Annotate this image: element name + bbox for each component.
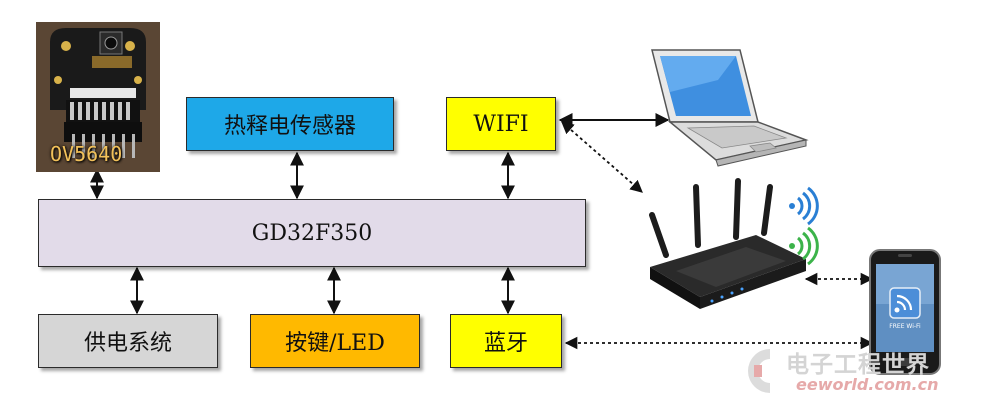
- watermark-logo-icon: [748, 349, 770, 393]
- mcu-label: GD32F350: [251, 220, 373, 246]
- bluetooth-label: 蓝牙: [483, 331, 528, 356]
- watermark-line2: eeworld.com.cn: [796, 375, 939, 394]
- smartphone-icon: FREE Wi-Fi: [868, 248, 943, 376]
- laptop-icon: [640, 40, 810, 170]
- wifi-signal-icon: [789, 186, 819, 266]
- wifi-label: WIFI: [473, 111, 529, 137]
- pyro-sensor-label: 热释电传感器: [223, 114, 356, 139]
- pyro-sensor-block: 热释电传感器: [186, 97, 394, 151]
- wifi-router-link: [561, 121, 643, 193]
- watermark-line1: 电子工程世界: [786, 352, 930, 378]
- camera-module-icon: [36, 22, 160, 172]
- camera-module-photo: OV5640: [36, 22, 160, 172]
- wifi-block: WIFI: [446, 97, 556, 151]
- bluetooth-block: 蓝牙: [450, 314, 562, 368]
- keys-led-label: 按键/LED: [285, 331, 385, 356]
- power-block: 供电系统: [38, 314, 218, 368]
- power-label: 供电系统: [83, 331, 172, 356]
- watermark: 电子工程世界 eeworld.com.cn: [740, 341, 970, 401]
- phone-screen-text: FREE Wi-Fi: [889, 323, 921, 330]
- keys-led-block: 按键/LED: [250, 314, 420, 368]
- router-icon: [636, 175, 822, 315]
- camera-label: OV5640: [50, 142, 123, 166]
- mcu-block: GD32F350: [38, 199, 586, 267]
